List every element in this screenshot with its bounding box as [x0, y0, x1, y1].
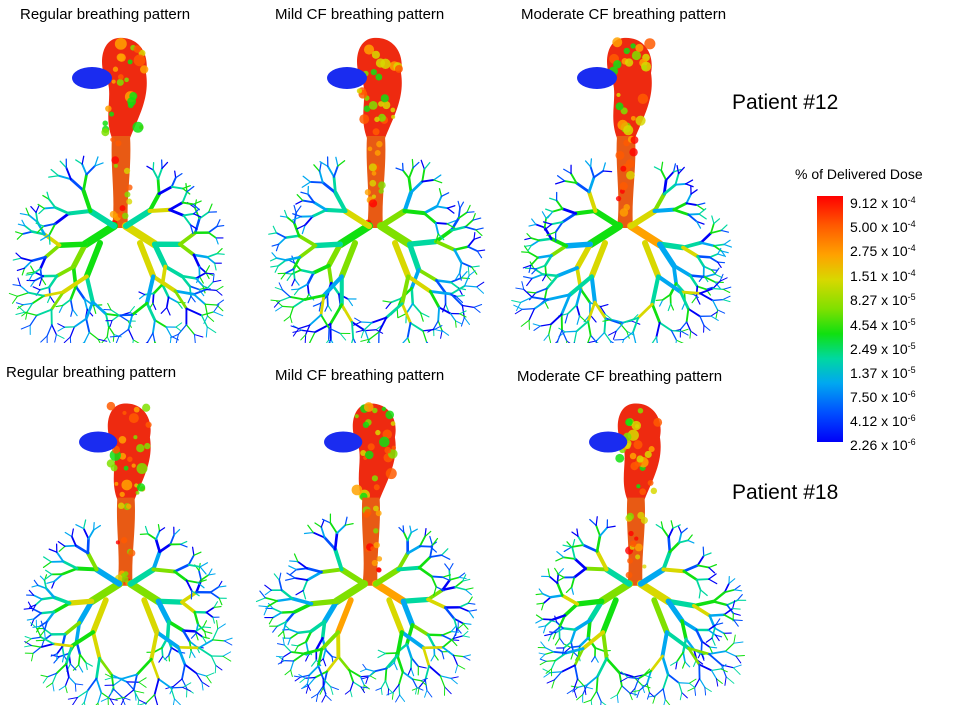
legend-tick: 5.00 x 10-4 [850, 219, 916, 235]
legend-tick: 1.37 x 10-5 [850, 365, 916, 381]
airway-model-r2-c1 [23, 401, 233, 705]
legend-tick: 4.54 x 10-5 [850, 317, 916, 333]
airway-model-r1-c3 [511, 37, 733, 343]
legend-tick: 4.12 x 10-6 [850, 413, 916, 429]
legend-tick: 1.51 x 10-4 [850, 268, 916, 284]
legend-title: % of Delivered Dose [795, 166, 923, 182]
legend-tick: 9.12 x 10-4 [850, 195, 916, 211]
colorbar [817, 196, 843, 442]
legend-tick: 8.27 x 10-5 [850, 292, 916, 308]
patient-label-12: Patient #12 [732, 91, 839, 114]
panel-title-r2-c3: Moderate CF breathing pattern [517, 368, 723, 385]
panel-title-r1-c1: Regular breathing pattern [20, 6, 191, 23]
airway-model-r1-c2 [268, 37, 486, 343]
legend-tick: 2.26 x 10-6 [850, 437, 916, 453]
airway-model-r2-c2 [255, 402, 478, 703]
panel-title-r2-c2: Mild CF breathing pattern [275, 367, 445, 384]
airway-model-r2-c3 [535, 403, 747, 705]
patient-label-18: Patient #18 [732, 481, 839, 504]
panel-title-r2-c1: Regular breathing pattern [6, 364, 177, 381]
panel-title-r1-c3: Moderate CF breathing pattern [521, 6, 727, 23]
panel-title-r1-c2: Mild CF breathing pattern [275, 6, 445, 23]
legend-tick: 7.50 x 10-6 [850, 389, 916, 405]
airway-model-r1-c1 [8, 37, 225, 343]
legend-tick: 2.75 x 10-4 [850, 243, 916, 259]
legend-tick: 2.49 x 10-5 [850, 341, 916, 357]
